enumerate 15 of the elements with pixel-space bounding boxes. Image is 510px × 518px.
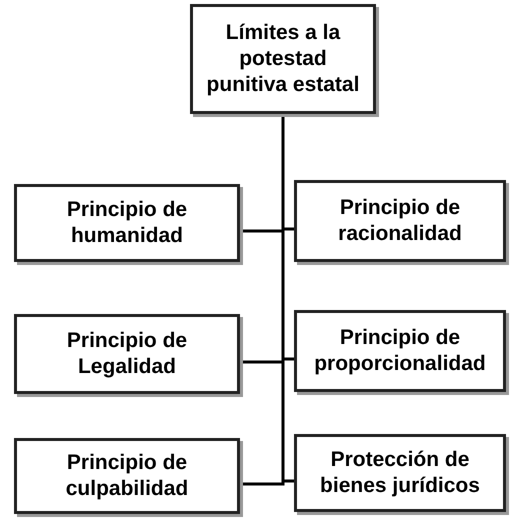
concept-box	[294, 180, 506, 262]
concept-box	[14, 314, 240, 394]
box-label: Principio de proporcionalidad	[313, 324, 487, 377]
concept-box	[294, 310, 506, 392]
concept-box	[14, 438, 240, 514]
concept-box	[190, 4, 376, 114]
box-label: Principio de Legalidad	[66, 328, 188, 380]
concept-box	[14, 184, 240, 262]
box-label: Principio de culpabilidad	[64, 450, 190, 502]
connector-line	[282, 114, 294, 482]
box-label: Protección de bienes jurídicos	[319, 446, 481, 499]
box-label: Principio de humanidad	[66, 196, 188, 249]
concept-box	[294, 434, 506, 512]
box-label: Principio de racionalidad	[337, 194, 463, 247]
box-label: Límites a la potestad punitiva estatal	[206, 20, 360, 98]
